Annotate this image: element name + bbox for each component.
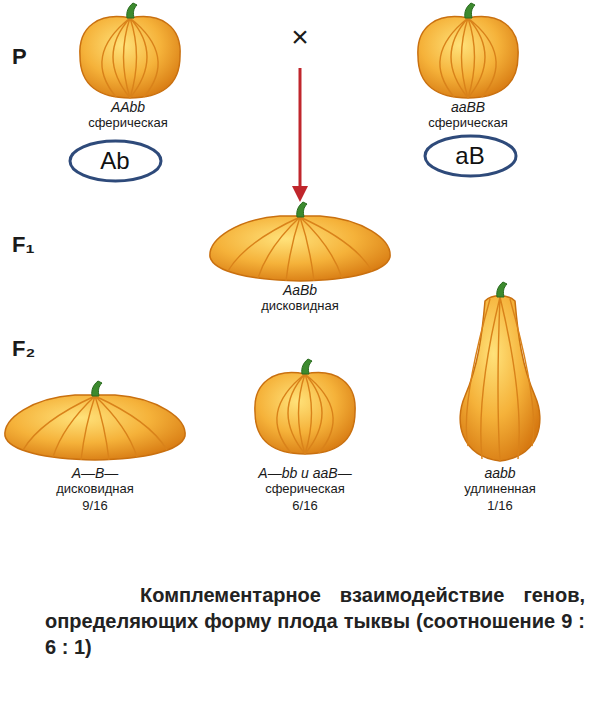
gamete-genotype: Ab (100, 148, 129, 174)
genotype-label: aabb (484, 465, 515, 481)
phenotype-label: дисковидная (261, 299, 339, 314)
genotype-label: aaBB (451, 99, 485, 115)
genotype-label: AAbb (111, 99, 145, 115)
generation-label: F₂ (12, 336, 35, 361)
generation-label: F₁ (12, 232, 35, 257)
gamete-ellipse: Ab (68, 139, 163, 183)
genotype-label: A—bb и aaB— (258, 465, 351, 481)
genotype-label: AaBb (283, 282, 317, 298)
ratio-label: 6/16 (292, 499, 317, 514)
cross-sign: × (291, 20, 309, 55)
gamete-genotype: aB (455, 143, 484, 169)
phenotype-label: сферическая (428, 116, 508, 131)
generation-label: P (12, 44, 27, 69)
figure-caption: Комплементарное взаимодействие генов, оп… (45, 582, 585, 660)
phenotype-label: удлиненная (464, 482, 536, 497)
genotype-label: A—B— (72, 465, 119, 481)
phenotype-label: сферическая (265, 482, 345, 497)
ratio-label: 1/16 (487, 499, 512, 514)
gamete-ellipse: aB (423, 134, 518, 178)
phenotype-label: дисковидная (56, 482, 134, 497)
ratio-label: 9/16 (82, 499, 107, 514)
phenotype-label: сферическая (88, 116, 168, 131)
